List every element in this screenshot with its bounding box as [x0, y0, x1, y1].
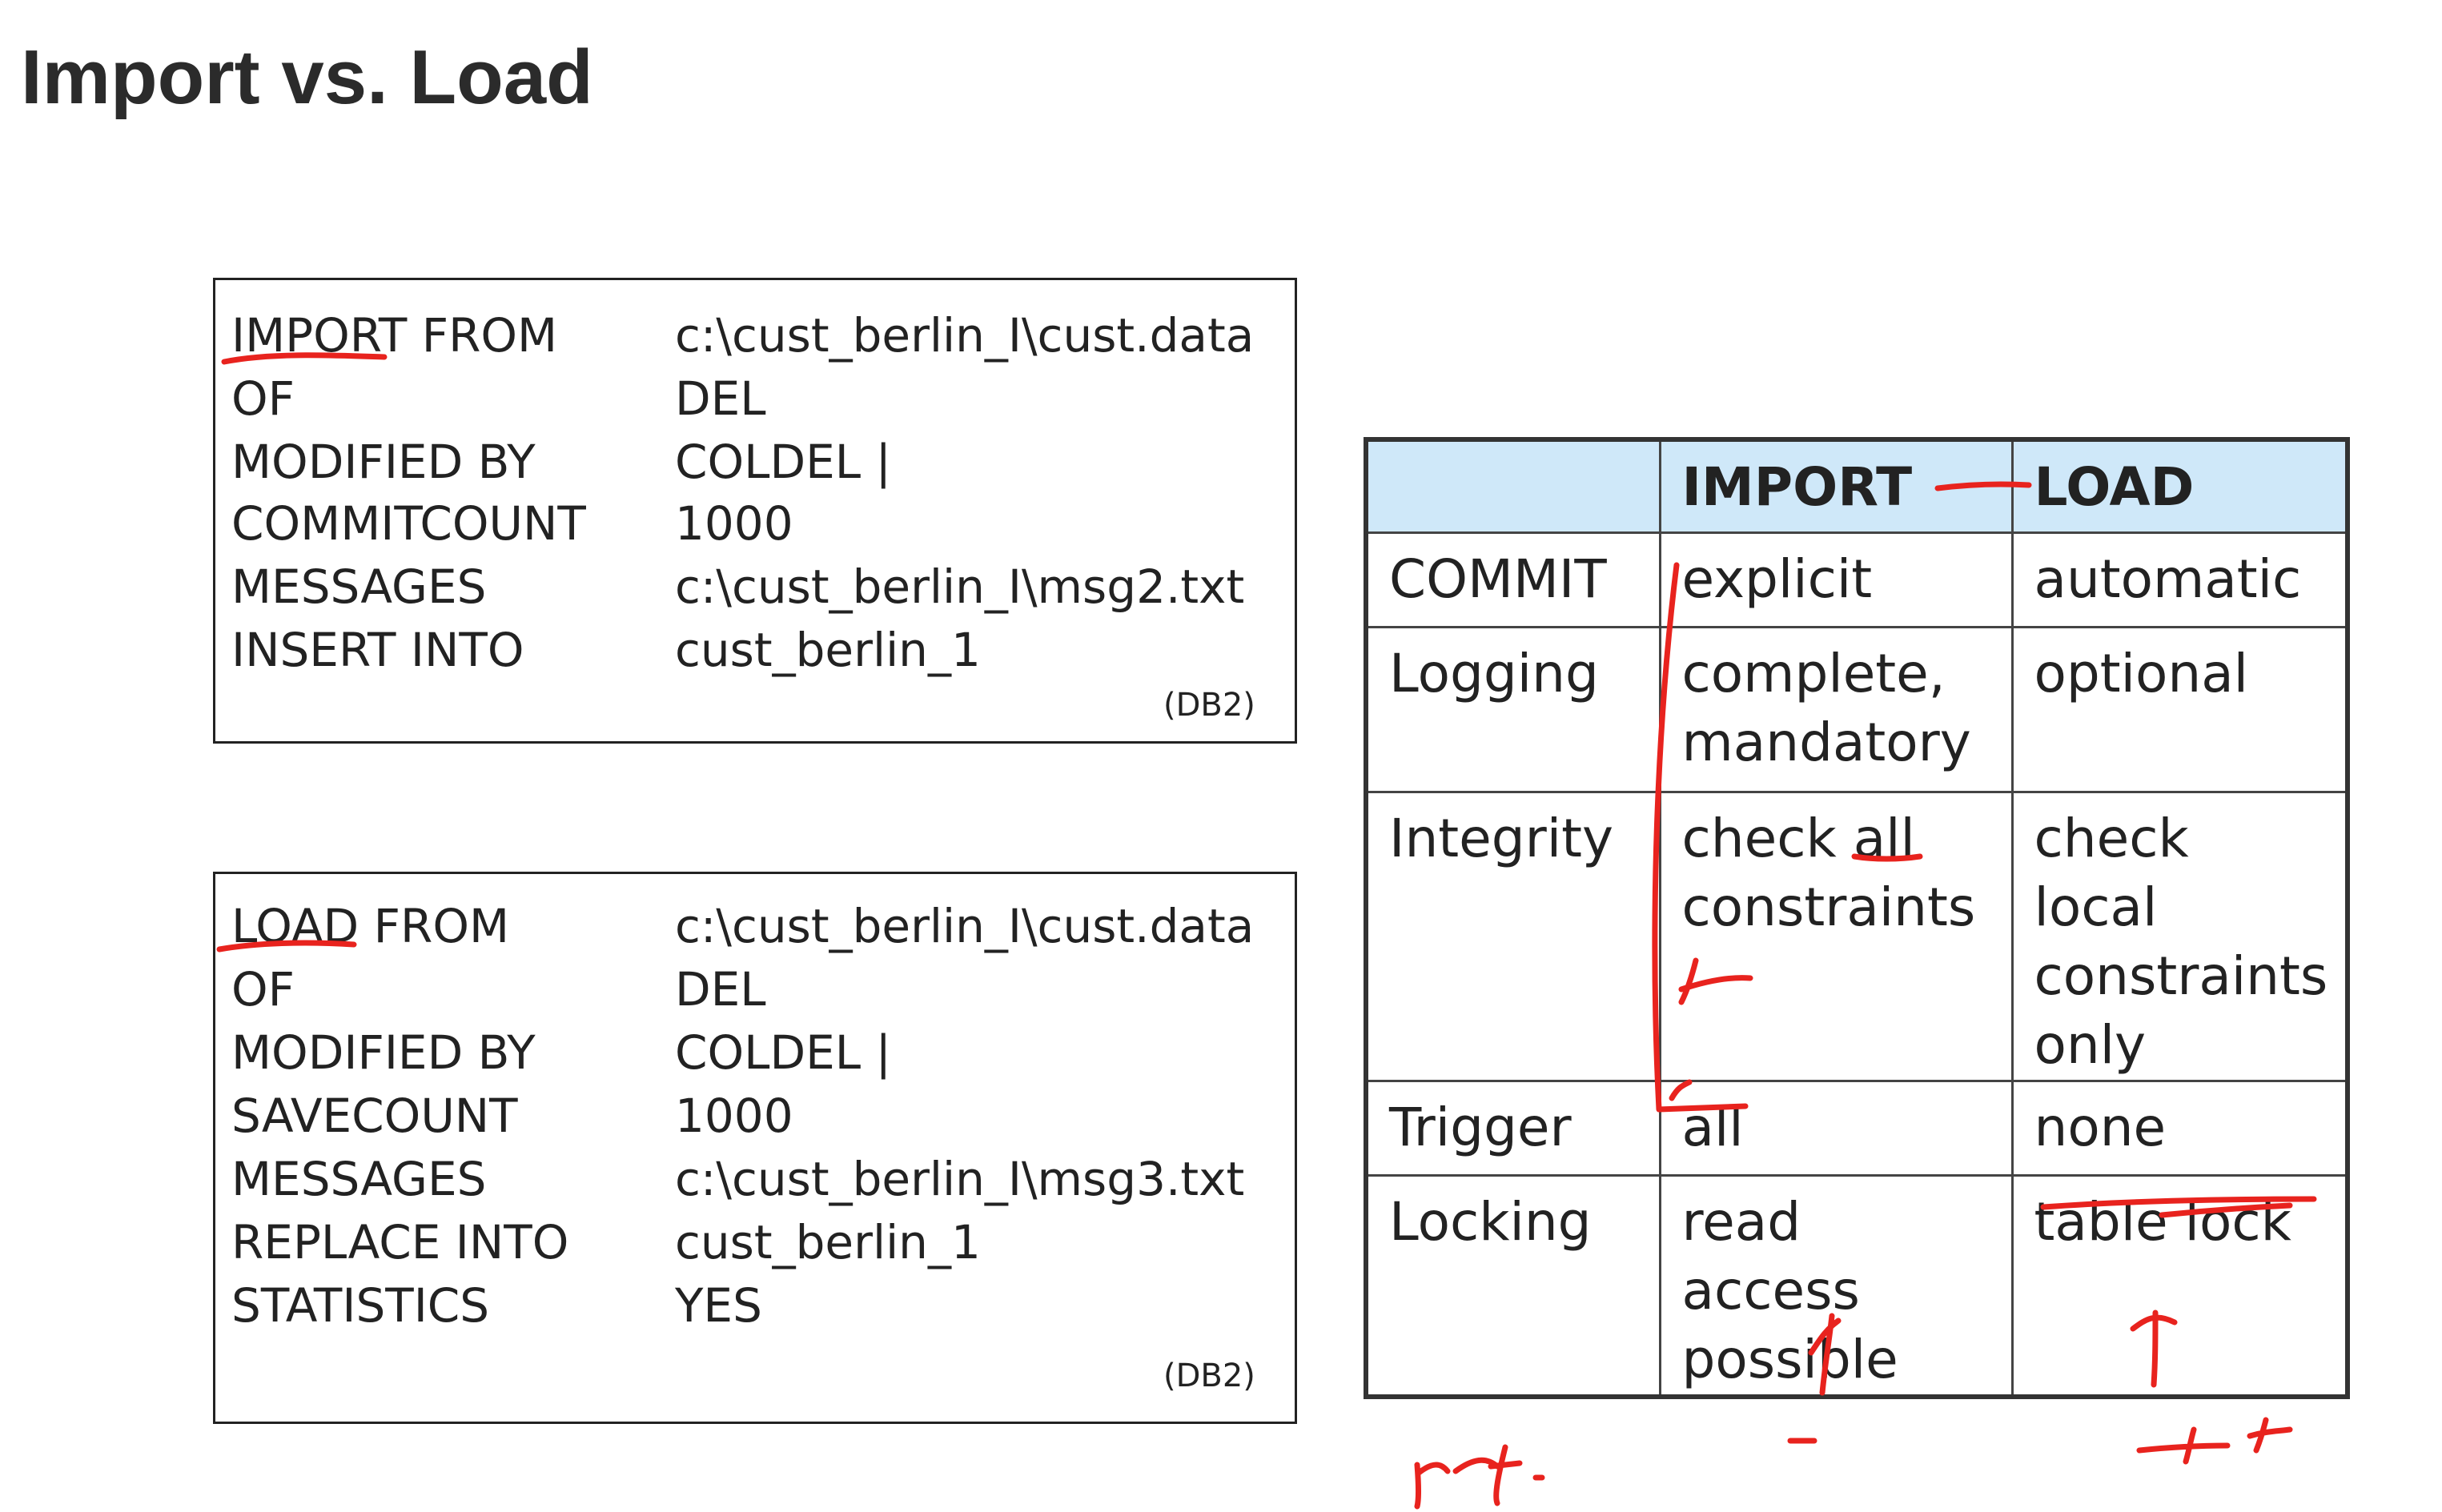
table-header-row: IMPORT LOAD	[1364, 438, 2349, 534]
code-keyword: SAVECOUNT	[231, 1089, 518, 1143]
load-cell: check local constraints only	[2010, 790, 2349, 1082]
code-keyword: COMMITCOUNT	[231, 496, 586, 551]
code-keyword: MESSAGES	[231, 1152, 487, 1206]
code-value: 1000	[675, 496, 793, 551]
code-value: DEL	[675, 962, 766, 1017]
row-label: Integrity	[1364, 790, 1661, 1082]
code-value: COLDEL |	[675, 1025, 892, 1080]
code-keyword: MODIFIED BY	[231, 435, 536, 489]
table-row: Logging complete, mandatory optional	[1364, 625, 2349, 793]
code-value: c:\cust_berlin_I\cust.data	[675, 899, 1255, 953]
code-value: YES	[675, 1278, 762, 1333]
code-value: c:\cust_berlin_I\cust.data	[675, 308, 1255, 363]
code-keyword: REPLACE INTO	[231, 1215, 569, 1269]
code-value: cust_berlin_1	[675, 1215, 981, 1269]
row-label: Trigger	[1364, 1079, 1661, 1177]
table-row: Trigger all none	[1364, 1079, 2349, 1177]
code-value: c:\cust_berlin_I\msg3.txt	[675, 1152, 1245, 1206]
header-import: IMPORT	[1658, 438, 2014, 534]
import-command-box: IMPORT FROM c:\cust_berlin_I\cust.data O…	[213, 278, 1297, 744]
import-cell: read access possible	[1658, 1173, 2014, 1398]
row-label: Locking	[1364, 1173, 1661, 1398]
db2-tag: (DB2)	[1163, 1358, 1255, 1394]
code-keyword: OF	[231, 962, 295, 1017]
load-command-box: LOAD FROM c:\cust_berlin_I\cust.data OF …	[213, 872, 1297, 1424]
row-label: Logging	[1364, 625, 1661, 793]
code-value: c:\cust_berlin_I\msg2.txt	[675, 559, 1245, 614]
code-value: COLDEL |	[675, 435, 892, 489]
import-cell: check all constraints	[1658, 790, 2014, 1082]
code-value: cust_berlin_1	[675, 623, 981, 677]
code-keyword: STATISTICS	[231, 1278, 490, 1333]
table-row: Locking read access possible table lock	[1364, 1173, 2349, 1398]
code-value: 1000	[675, 1089, 793, 1143]
db2-tag: (DB2)	[1163, 687, 1255, 724]
code-keyword: OF	[231, 371, 295, 426]
load-cell: table lock	[2010, 1173, 2349, 1398]
plus-plus-sign	[2136, 1417, 2293, 1465]
code-keyword: INSERT INTO	[231, 623, 524, 677]
header-empty-cell	[1364, 438, 1661, 534]
code-keyword: LOAD FROM	[231, 899, 510, 953]
import-cell: complete, mandatory	[1658, 625, 2014, 793]
import-cell: all	[1658, 1079, 2014, 1177]
code-keyword: MODIFIED BY	[231, 1025, 536, 1080]
import-cell: explicit	[1658, 531, 2014, 628]
page-title: Import vs. Load	[21, 34, 593, 120]
code-value: DEL	[675, 371, 766, 426]
load-cell: automatic	[2010, 531, 2349, 628]
handwritten-perf	[1414, 1444, 1545, 1510]
code-keyword: MESSAGES	[231, 559, 487, 614]
table-row: COMMIT explicit automatic	[1364, 531, 2349, 628]
comparison-table: IMPORT LOAD COMMIT explicit automatic Lo…	[1364, 437, 2351, 1399]
code-keyword: IMPORT FROM	[231, 308, 558, 363]
row-label: COMMIT	[1364, 531, 1661, 628]
table-row: Integrity check all constraints check lo…	[1364, 790, 2349, 1082]
header-load: LOAD	[2010, 438, 2349, 534]
load-cell: optional	[2010, 625, 2349, 793]
load-cell: none	[2010, 1079, 2349, 1177]
